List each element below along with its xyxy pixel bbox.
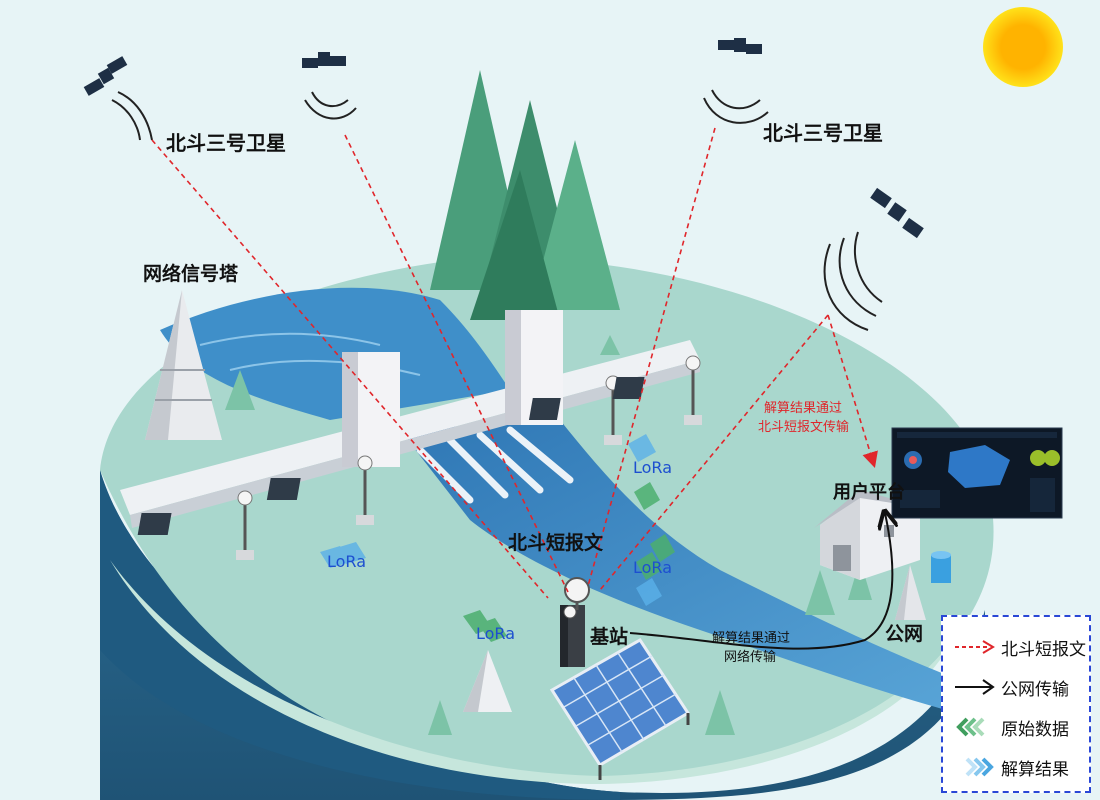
database-icon	[931, 551, 951, 583]
lora-result-chevrons	[320, 434, 662, 606]
lora-label-4: LoRa	[633, 558, 672, 577]
legend-item-beidou: 北斗短报文	[953, 627, 1086, 667]
legend-item-raw: 原始数据	[953, 707, 1083, 747]
lora-raw-data-chevrons	[463, 482, 675, 642]
public-network-link	[629, 513, 892, 650]
sun-icon	[983, 7, 1063, 87]
result-via-net-line2: 网络传输	[724, 649, 776, 665]
satellite-label-left: 北斗三号卫星	[166, 131, 286, 155]
lora-label-3: LoRa	[633, 458, 672, 477]
solar-panel-icon	[549, 638, 691, 780]
green-chevron-icon	[956, 717, 985, 737]
satellite-icon	[703, 38, 769, 124]
public-net-label: 公网	[885, 623, 923, 645]
satellite-icon	[302, 52, 357, 120]
small-tower-icon	[895, 565, 926, 620]
user-platform-label: 用户平台	[833, 481, 905, 503]
beidou-links	[151, 127, 878, 599]
satellite-icon	[83, 56, 153, 141]
forest	[225, 70, 872, 735]
lora-label-2: LoRa	[476, 624, 515, 643]
satellite-icon	[823, 187, 924, 331]
black-arrow-icon	[955, 679, 995, 695]
lora-label-1: LoRa	[327, 552, 366, 571]
legend-label: 原始数据	[1001, 719, 1069, 740]
reservoir	[160, 287, 510, 420]
legend-item-public: 公网传输	[953, 667, 1083, 707]
gnss-sensor-4	[612, 355, 702, 425]
legend-label: 公网传输	[1001, 679, 1069, 700]
gnss-sensor-2	[266, 455, 374, 525]
spillway	[416, 426, 574, 504]
base-station-label: 基站	[589, 625, 628, 648]
legend: 北斗短报文 公网传输 原始数据 解算结果	[941, 615, 1091, 793]
red-dashed-arrow-icon	[955, 640, 995, 654]
gnss-sensor-1	[137, 490, 254, 560]
result-via-beidou-line1: 解算结果通过	[764, 401, 842, 416]
signal-tower-icon	[145, 290, 222, 440]
base-station-icon	[560, 577, 590, 667]
legend-label: 解算结果	[1001, 759, 1069, 780]
blue-chevron-icon	[965, 757, 994, 777]
marker-pyramid-icon	[463, 650, 512, 712]
result-via-net-line1: 解算结果通过	[712, 631, 790, 646]
short-message-label: 北斗短报文	[508, 531, 604, 554]
dashboard-screen	[891, 427, 1063, 519]
result-via-beidou-line2: 北斗短报文传输	[758, 419, 849, 435]
tower-label: 网络信号塔	[143, 262, 239, 285]
legend-item-result: 解算结果	[953, 747, 1083, 787]
satellite-label-right: 北斗三号卫星	[763, 121, 883, 145]
legend-label: 北斗短报文	[1001, 639, 1086, 660]
